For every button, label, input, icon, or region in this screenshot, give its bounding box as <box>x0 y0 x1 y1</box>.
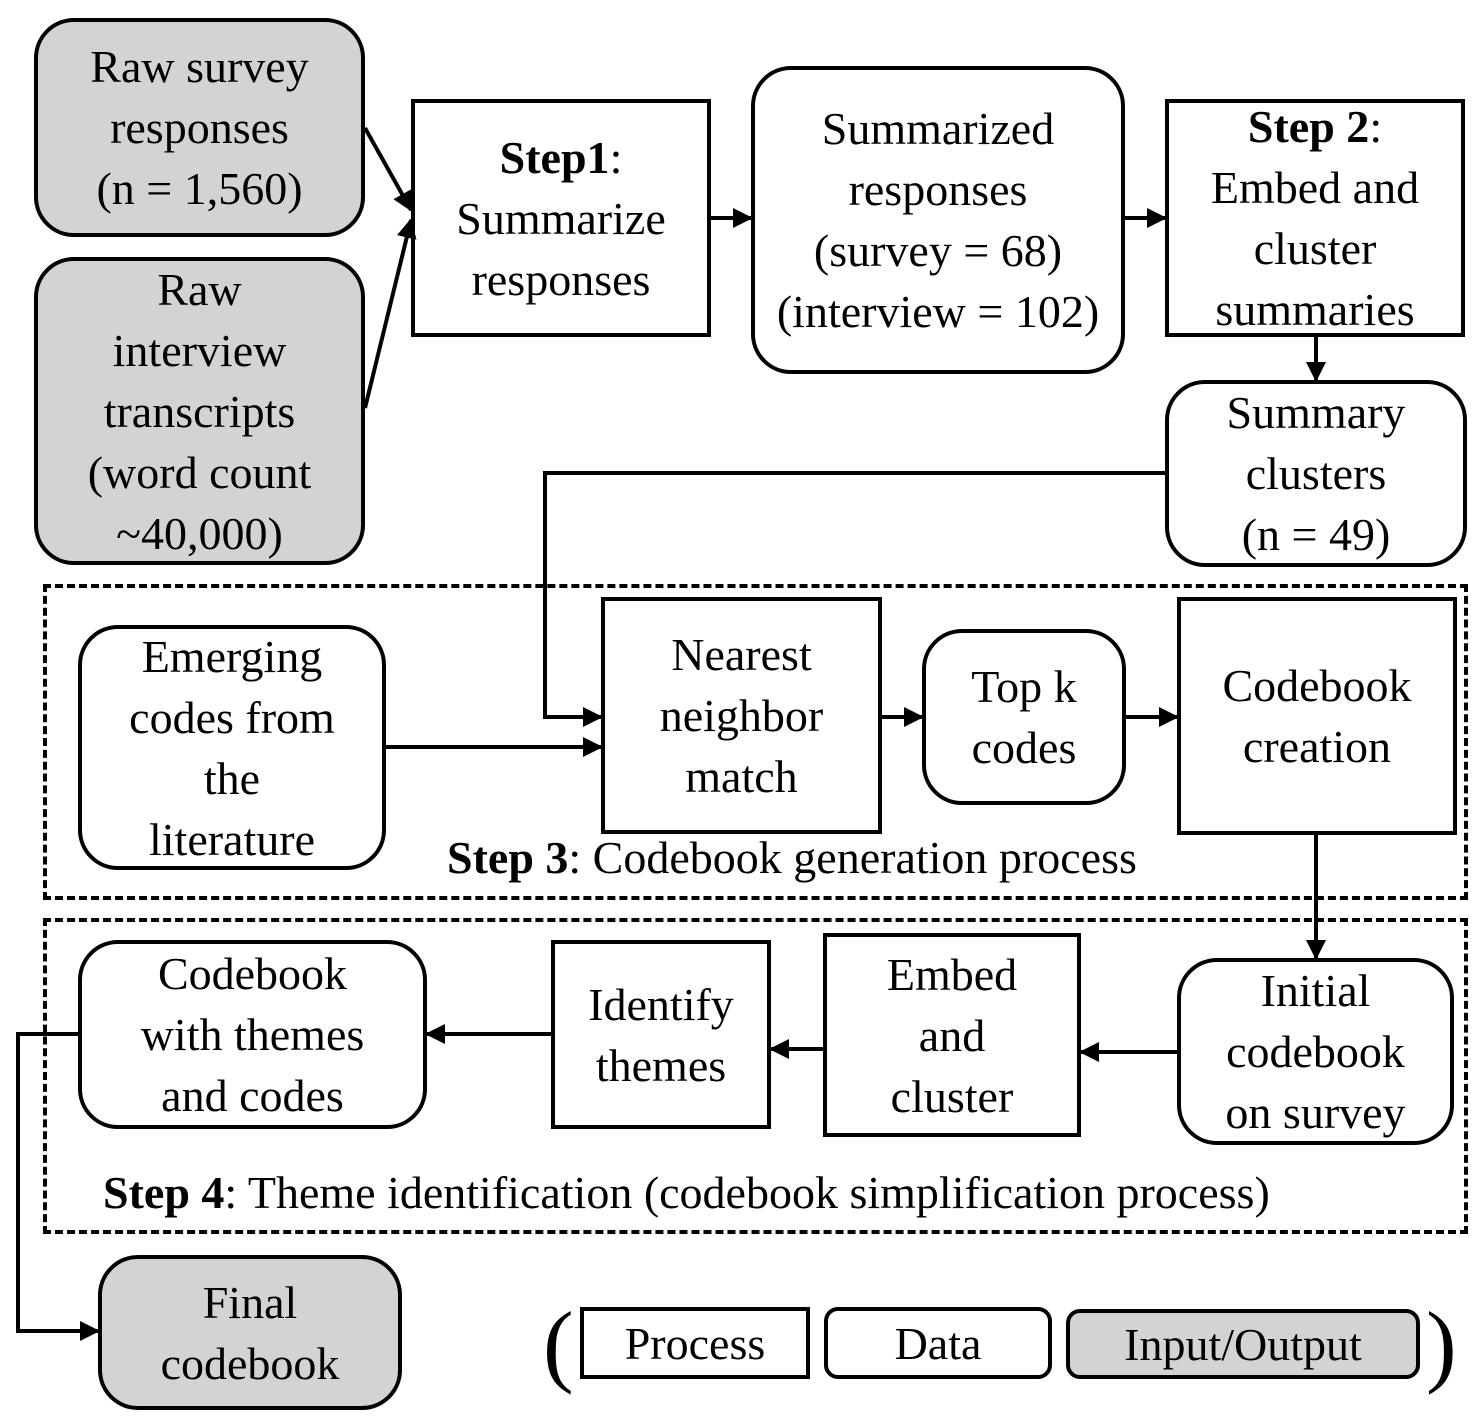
legend-process: Process <box>580 1307 810 1379</box>
step4-region <box>43 918 1468 1234</box>
raw-survey-label: Raw survey responses (n = 1,560) <box>90 41 309 214</box>
step3-rest: : Codebook generation process <box>568 832 1137 883</box>
codebook-creation-node: Codebook creation <box>1177 597 1457 835</box>
identify-themes-label: Identify themes <box>588 978 734 1091</box>
step1-node: Step1: Summarize responses <box>411 99 711 337</box>
step3-region-label: Step 3: Codebook generation process <box>447 830 1137 886</box>
raw-interview-node: Raw interview transcripts (word count ~4… <box>34 257 365 565</box>
final-codebook-node: Final codebook <box>98 1255 402 1410</box>
codebook-themes-label: Codebook with themes and codes <box>140 948 365 1121</box>
codebook-themes-node: Codebook with themes and codes <box>78 940 427 1129</box>
summarized-label: Summarized responses (survey = 68) (inte… <box>776 103 1100 337</box>
legend-open-paren: ( <box>543 1293 574 1395</box>
emerging-codes-label: Emerging codes from the literature <box>129 630 335 865</box>
raw-interview-label: Raw interview transcripts (word count ~4… <box>87 263 312 559</box>
edge-codebook-themes-to-final-codebook <box>16 1032 100 1341</box>
step2-label: Step 2: Embed and cluster summaries <box>1211 96 1419 340</box>
initial-codebook-label: Initial codebook on survey <box>1225 965 1406 1138</box>
embed-cluster-label: Embed and cluster <box>886 948 1018 1122</box>
legend-data: Data <box>824 1307 1052 1379</box>
raw-survey-node: Raw survey responses (n = 1,560) <box>34 18 365 237</box>
legend-process-label: Process <box>624 1317 766 1369</box>
legend-io: Input/Output <box>1066 1309 1420 1379</box>
codebook-creation-label: Codebook creation <box>1222 660 1412 772</box>
summary-clusters-label: Summary clusters (n = 49) <box>1226 387 1406 560</box>
initial-codebook-node: Initial codebook on survey <box>1177 958 1454 1145</box>
emerging-codes-node: Emerging codes from the literature <box>78 625 386 870</box>
step3-region <box>43 584 1468 900</box>
step2-bold: Step 2 <box>1247 101 1370 152</box>
step3-bold: Step 3 <box>447 832 569 883</box>
nearest-neighbor-node: Nearest neighbor match <box>601 597 882 834</box>
summarized-node: Summarized responses (survey = 68) (inte… <box>751 66 1125 374</box>
edge-summary-clusters-to-nearest-neighbor <box>543 471 1165 727</box>
legend-data-label: Data <box>894 1317 982 1369</box>
step2-rest: : Embed and cluster summaries <box>1210 101 1420 335</box>
legend-close-paren: ) <box>1426 1293 1457 1395</box>
top-k-node: Top k codes <box>922 629 1126 805</box>
embed-cluster-node: Embed and cluster <box>823 933 1081 1137</box>
step1-bold: Step1 <box>499 131 610 183</box>
step4-region-label: Step 4: Theme identification (codebook s… <box>103 1165 1270 1221</box>
step2-node: Step 2: Embed and cluster summaries <box>1165 99 1465 337</box>
identify-themes-node: Identify themes <box>551 940 771 1129</box>
final-codebook-label: Final codebook <box>160 1276 340 1389</box>
nearest-neighbor-label: Nearest neighbor match <box>659 629 824 802</box>
legend-io-label: Input/Output <box>1124 1318 1362 1370</box>
step4-bold: Step 4 <box>103 1167 225 1218</box>
top-k-label: Top k codes <box>971 661 1077 773</box>
step4-rest: : Theme identification (codebook simplif… <box>224 1167 1270 1218</box>
edge-raw-survey-to-step1 <box>363 127 413 212</box>
step1-rest: : Summarize responses <box>456 131 666 305</box>
edge-raw-interview-to-step1 <box>363 218 417 409</box>
step1-label: Step1: Summarize responses <box>456 127 666 310</box>
summary-clusters-node: Summary clusters (n = 49) <box>1165 380 1467 567</box>
